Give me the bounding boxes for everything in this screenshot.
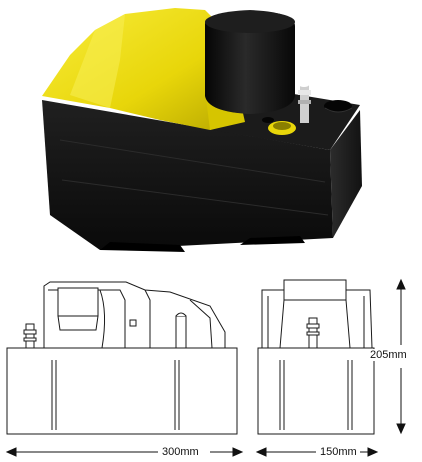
height-dimension-label: 205mm [368,349,409,361]
width-dimension-arrow [5,447,244,457]
front-elevation-drawing [6,281,238,435]
width-dimension-label: 300mm [160,446,201,458]
side-elevation-drawing [257,279,375,435]
depth-dimension-label: 150mm [318,446,359,458]
depth-dimension-arrow [255,447,379,457]
height-dimension-arrow [396,278,406,435]
pump-photo [42,8,362,252]
